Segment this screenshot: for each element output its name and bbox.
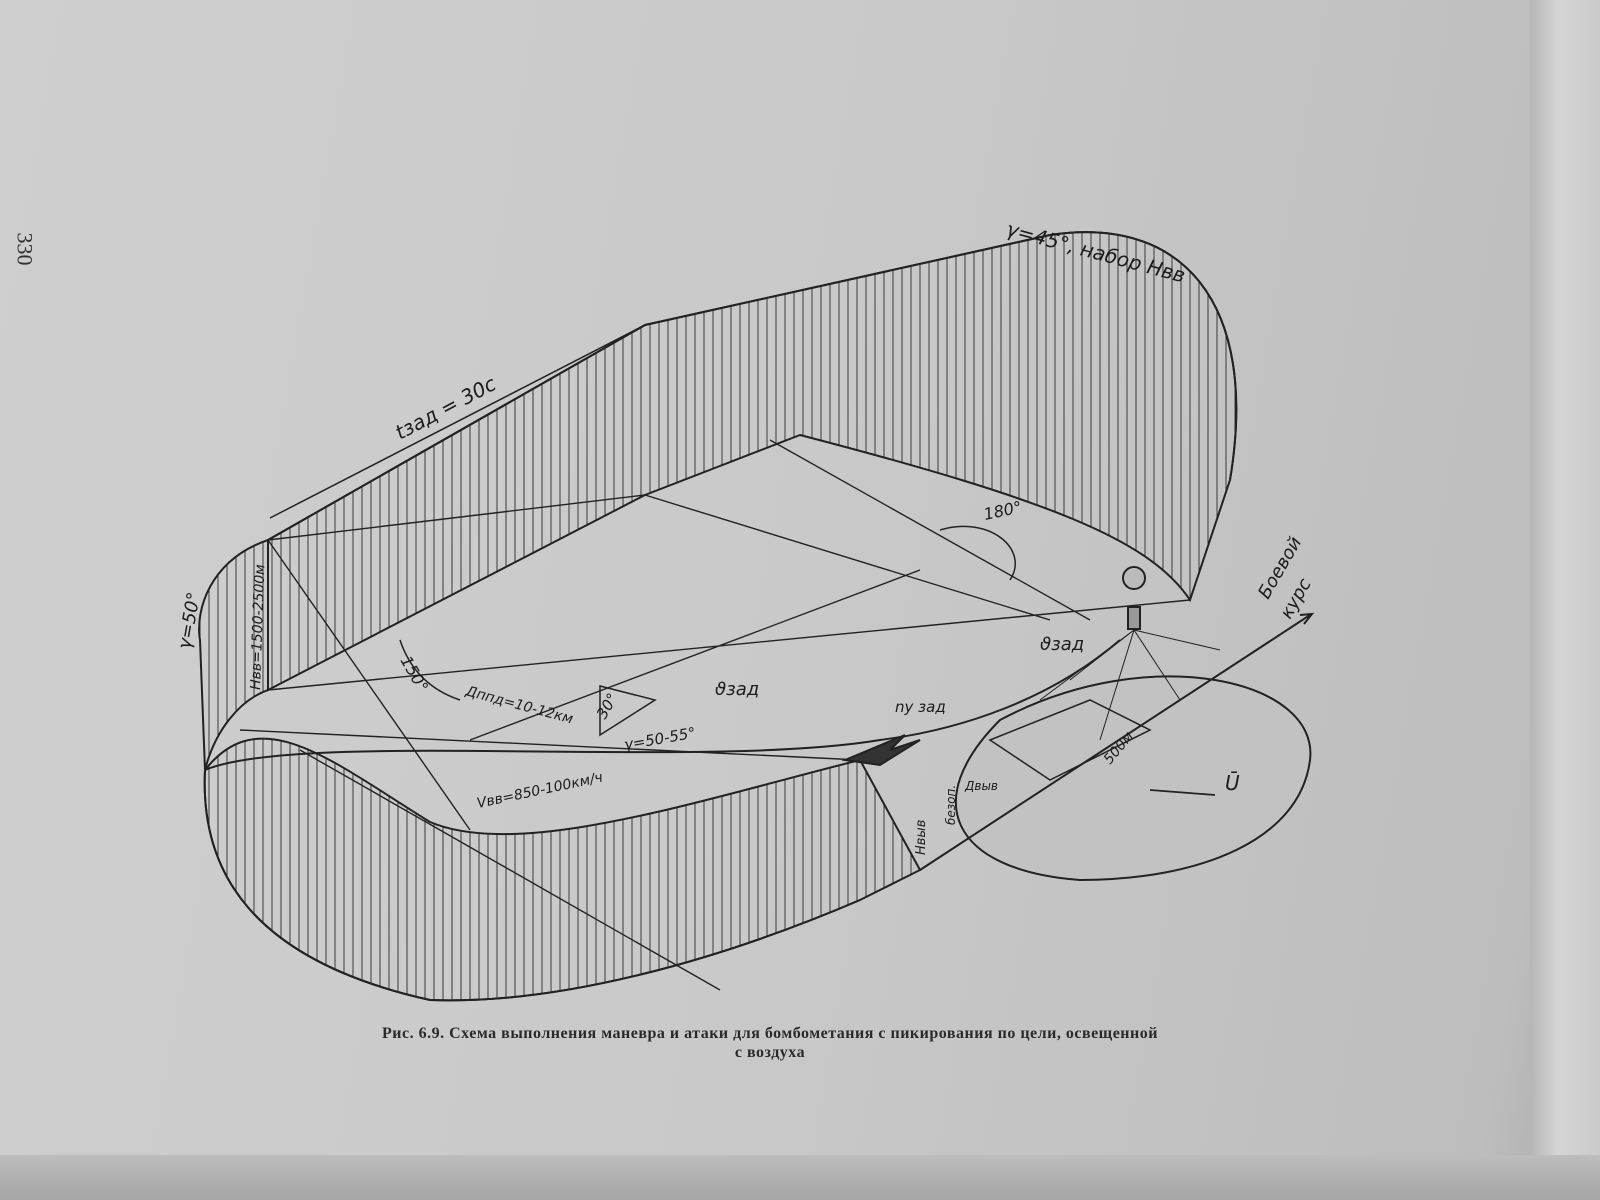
label-angle-30: 30° xyxy=(593,690,622,722)
angle-arc-180 xyxy=(939,525,1016,581)
label-theta-zad-2: ϑзад xyxy=(1040,634,1084,655)
label-wind: Ū xyxy=(1225,771,1240,795)
left-curve-wall xyxy=(198,538,269,771)
label-h-vv: Нвв=1500-2500м xyxy=(248,564,268,691)
label-theta-zad-1: ϑзад xyxy=(715,679,759,700)
angle-arc-150 xyxy=(399,639,461,701)
target-area-ellipse xyxy=(954,675,1312,882)
combat-course-arrow xyxy=(919,612,1315,871)
caption-line-2: с воздуха xyxy=(734,1044,806,1061)
lower-track-base xyxy=(203,769,861,1002)
target-box xyxy=(988,699,1152,781)
label-angle-180: 180° xyxy=(982,497,1024,524)
label-h-vyv: Нвыв xyxy=(914,820,929,855)
page-edge xyxy=(1530,0,1600,1200)
angle-30-triangle xyxy=(599,685,657,737)
flare-parachute-icon xyxy=(1122,566,1146,590)
dive-path xyxy=(204,639,1121,771)
book-bottom-edge xyxy=(0,1155,1600,1200)
wind-arrow xyxy=(1149,789,1216,796)
upper-track-top-edge xyxy=(267,231,1238,541)
aircraft-icon xyxy=(841,734,921,767)
label-bank-dive: γ=50-55° xyxy=(623,724,698,754)
label-safe: безоп. xyxy=(944,785,958,825)
flare-rays xyxy=(1039,629,1221,741)
ground-lines xyxy=(239,439,1191,991)
flare-icon xyxy=(1127,606,1141,630)
t-zad-arrow xyxy=(269,324,646,519)
figure-caption: Рис. 6.9. Схема выполнения маневра и ата… xyxy=(200,1024,1340,1062)
label-d-vyv: Двыв xyxy=(964,779,998,793)
caption-line-1: Рис. 6.9. Схема выполнения маневра и ата… xyxy=(382,1025,1158,1042)
label-v-vv: Vвв=850-100км/ч xyxy=(476,770,605,812)
label-ny-zad: nу зад xyxy=(895,698,946,716)
